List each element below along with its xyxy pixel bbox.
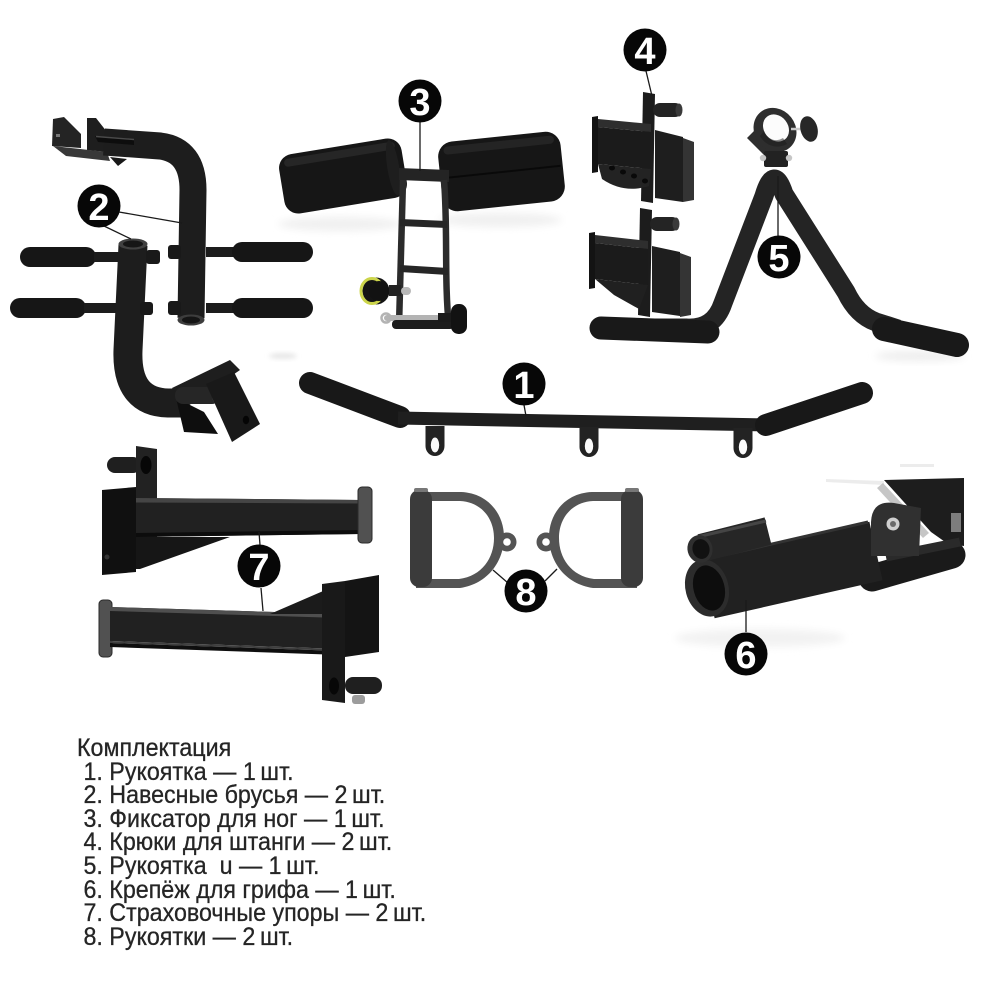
svg-text:7: 7: [248, 547, 269, 589]
svg-text:4: 4: [634, 31, 655, 73]
svg-text:6: 6: [735, 635, 756, 677]
svg-text:2: 2: [88, 187, 109, 229]
svg-text:8: 8: [515, 572, 536, 614]
svg-text:1: 1: [513, 365, 534, 407]
svg-text:5: 5: [768, 238, 789, 280]
svg-text:3: 3: [409, 82, 430, 124]
